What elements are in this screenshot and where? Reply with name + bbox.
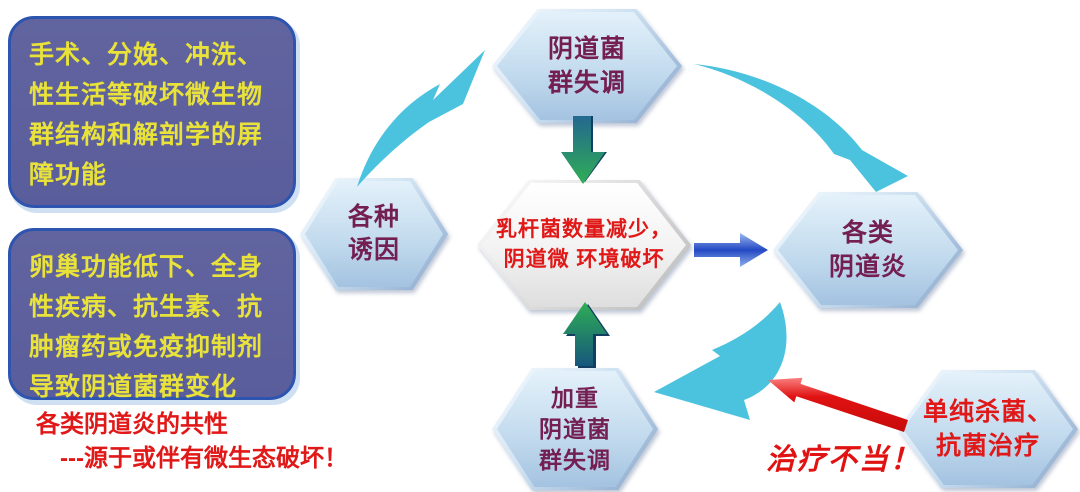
hex-dysbiosis: 阴道菌 群失调 xyxy=(492,9,682,123)
hex-triggers-face xyxy=(305,181,443,287)
conclusion-line1: 各类阴道炎的共性 xyxy=(36,411,228,438)
blue-arrow-right-icon xyxy=(694,233,768,267)
cause-box-surgery-text: 手术、分娩、冲洗、性生活等破坏微生物群结构和解剖学的屏障功能 xyxy=(29,41,264,189)
conclusion-line2: ---源于或伴有微生态破坏！ xyxy=(60,445,348,472)
improper-treatment-label: 治疗不当！ xyxy=(766,444,922,476)
hex-aggravate-face xyxy=(497,371,653,487)
hex-treatment-face xyxy=(903,373,1073,485)
hex-microenvironment: 乳杆菌数量减少， 阴道微 环境破坏 xyxy=(477,180,691,310)
hex-triggers-label: 各种 诱因 xyxy=(347,203,400,264)
hex-aggravate: 加重 阴道菌 群失调 xyxy=(492,368,658,490)
hex-microenvironment-label: 乳杆菌数量减少， 阴道微 环境破坏 xyxy=(496,218,672,271)
hex-treatment: 单纯杀菌、 抗菌治疗 xyxy=(898,370,1078,488)
cause-box-ovary-text: 卵巢功能低下、全身性疾病、抗生素、抗肿瘤药或免疫抑制剂导致阴道菌群变化 xyxy=(29,253,264,401)
green-arrow-down-icon xyxy=(561,116,607,184)
cause-box-ovary: 卵巢功能低下、全身性疾病、抗生素、抗肿瘤药或免疫抑制剂导致阴道菌群变化 xyxy=(8,228,296,401)
conclusion-caption: 各类阴道炎的共性 ---源于或伴有微生态破坏！ xyxy=(36,408,348,476)
curved-arrow-up-right-icon xyxy=(357,50,485,187)
hex-dysbiosis-face xyxy=(497,12,677,120)
hex-microenvironment-face xyxy=(482,183,686,307)
hex-triggers: 各种 诱因 xyxy=(300,178,448,290)
hex-treatment-label: 单纯杀菌、 抗菌治疗 xyxy=(922,398,1053,460)
curved-arrow-down-left-icon xyxy=(654,302,787,420)
cause-box-surgery: 手术、分娩、冲洗、性生活等破坏微生物群结构和解剖学的屏障功能 xyxy=(8,16,296,208)
hex-vaginitis-face xyxy=(778,195,958,305)
red-arrow-icon xyxy=(768,377,908,432)
hex-dysbiosis-label: 阴道菌 群失调 xyxy=(547,35,626,97)
hex-vaginitis: 各类 阴道炎 xyxy=(773,192,963,308)
hex-aggravate-label: 加重 阴道菌 群失调 xyxy=(539,384,611,473)
curved-arrow-down-right-icon xyxy=(694,64,908,192)
hex-vaginitis-label: 各类 阴道炎 xyxy=(828,219,907,281)
green-arrow-up-icon xyxy=(563,302,610,368)
